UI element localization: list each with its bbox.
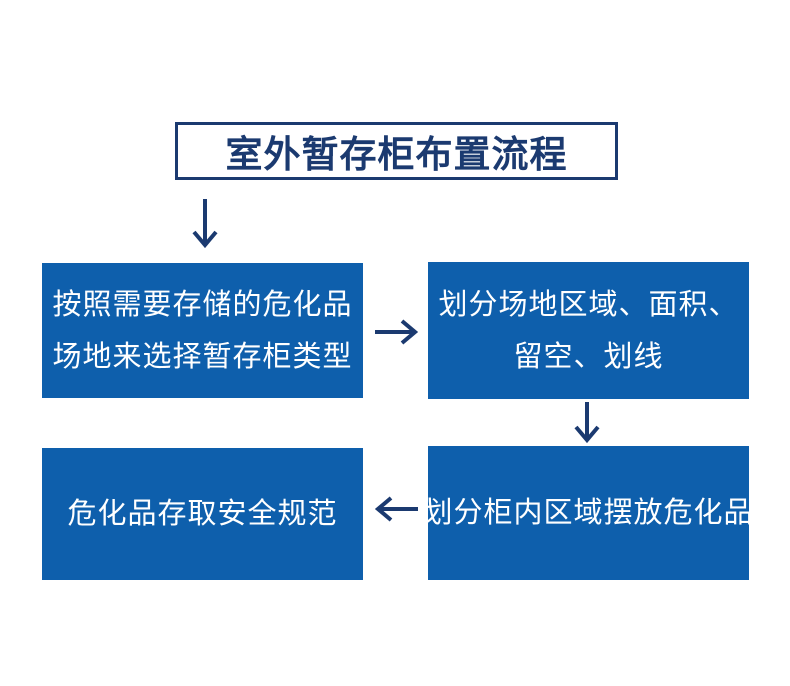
node-select-cabinet-type-line2: 场地来选择暂存柜类型 (52, 340, 353, 373)
down-arrow-icon (573, 402, 601, 444)
node-divide-site-area-line2: 留空、划线 (513, 340, 664, 373)
left-arrow-icon (375, 495, 418, 523)
right-arrow-icon (375, 318, 418, 346)
flowchart-title: 室外暂存柜布置流程 (225, 134, 568, 175)
node-divide-site-area: 划分场地区域、面积、 留空、划线 (428, 262, 749, 399)
node-divide-site-area-line1: 划分场地区域、面积、 (438, 288, 739, 321)
node-arrange-inside-cabinet-label: 划分柜内区域摆放危化品 (423, 497, 754, 529)
node-select-cabinet-type-line1: 按照需要存储的危化品 (52, 288, 353, 321)
node-safety-rules: 危化品存取安全规范 (42, 448, 363, 580)
node-arrange-inside-cabinet: 划分柜内区域摆放危化品 (424, 446, 753, 580)
node-select-cabinet-type: 按照需要存储的危化品 场地来选择暂存柜类型 (42, 263, 363, 398)
down-arrow-icon (191, 199, 219, 249)
flowchart-title-box: 室外暂存柜布置流程 (175, 122, 618, 180)
node-safety-rules-label: 危化品存取安全规范 (67, 498, 338, 530)
